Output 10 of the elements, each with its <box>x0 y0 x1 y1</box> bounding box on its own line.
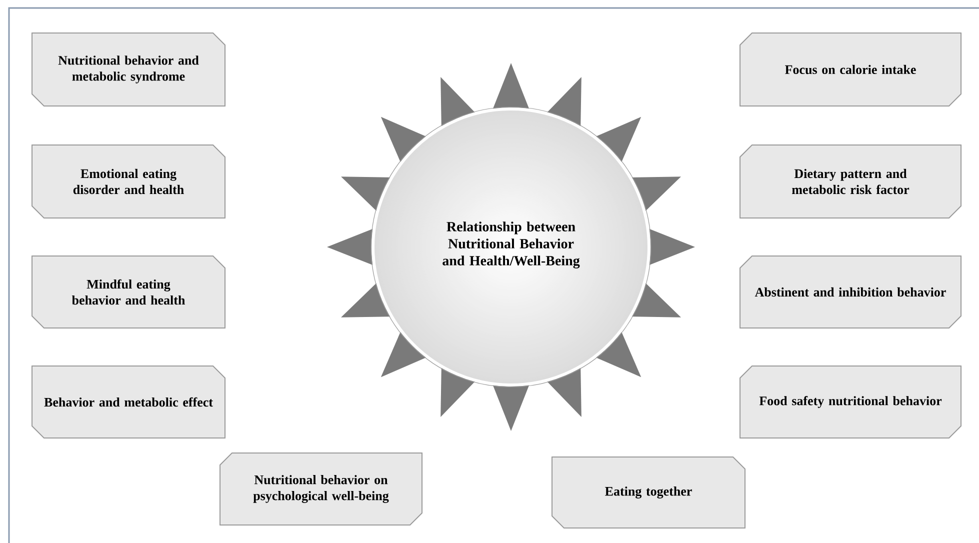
label-box: Behavior and metabolic effect <box>32 366 226 438</box>
label-box: Emotional eating disorder and health <box>32 144 226 218</box>
label-box: Focus on calorie intake <box>740 32 962 106</box>
label-box: Mindful eating behavior and health <box>32 256 226 328</box>
label-box: Abstinent and inhibition behavior <box>740 256 962 328</box>
label-box: Food safety nutritional behavior <box>740 366 962 438</box>
label-box: Nutritional behavior on psychological well-being <box>220 452 422 526</box>
label-box: Eating together <box>552 456 746 528</box>
label-box: Dietary pattern and metabolic risk factor <box>740 144 962 218</box>
label-box: Nutritional behavior and metabolic syndrome <box>32 32 226 106</box>
